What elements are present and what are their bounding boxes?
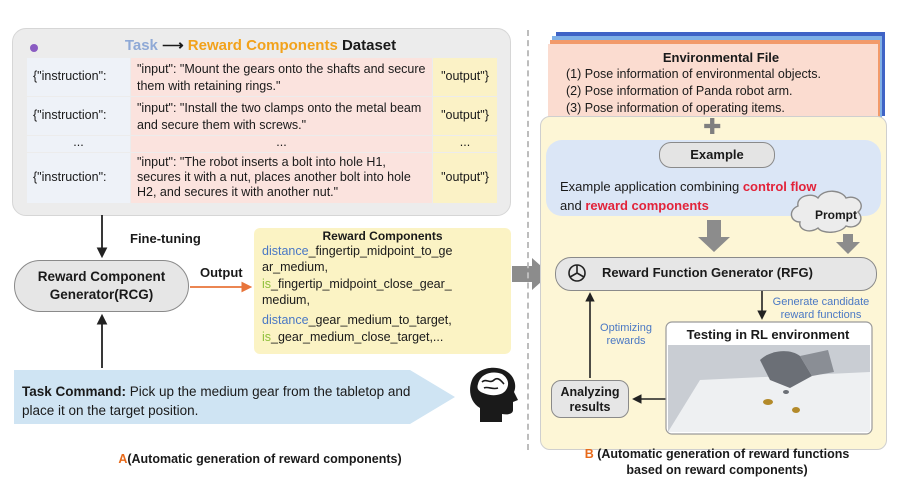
- output-label: Output: [200, 265, 243, 280]
- dashed-divider: [527, 30, 529, 450]
- analyzing-line1: Analyzing: [560, 385, 620, 399]
- prompt-cloud: [790, 190, 862, 233]
- env-line: (2) Pose information of Panda robot arm.: [566, 84, 793, 98]
- instruction-cell: {"instruction":: [27, 58, 130, 96]
- rc-line: is_gear_medium_close_target,...: [262, 330, 444, 344]
- instruction-cell: {"instruction":: [27, 97, 130, 135]
- output-cell: ...: [433, 136, 497, 152]
- prompt-down-arrow: [836, 234, 860, 254]
- brain-head-icon: [470, 367, 518, 422]
- robot-arm: [760, 351, 812, 388]
- input-cell: "input": "The robot inserts a bolt into …: [131, 153, 432, 203]
- title-reward: Reward Components: [187, 37, 338, 54]
- title-arrow-icon: ⟶: [162, 37, 184, 54]
- dataset-title: Task ⟶ Reward Components Dataset: [12, 36, 509, 54]
- testing-title: Testing in RL environment: [686, 327, 850, 342]
- rfg-label: Reward Function Generator (RFG): [602, 265, 813, 280]
- input-cell: "input": "Mount the gears onto the shaft…: [131, 58, 432, 96]
- example-pill: Example: [659, 142, 775, 168]
- task-command: Task Command: Pick up the medium gear fr…: [22, 382, 412, 420]
- output-cell: "output"}: [433, 153, 497, 203]
- task-command-banner: [14, 370, 455, 424]
- rc-line: distance_gear_medium_to_target,: [262, 313, 452, 327]
- analyzing-line2: results: [569, 400, 611, 414]
- purple-dot: [30, 44, 38, 52]
- env-line: (1) Pose information of environmental ob…: [566, 67, 821, 81]
- title-dataset: Dataset: [341, 37, 397, 54]
- rc-line: ar_medium,: [262, 260, 328, 274]
- rc-line: medium,: [262, 293, 310, 307]
- task-command-label: Task Command:: [22, 384, 127, 399]
- rcg-box: Reward Component Generator(RCG): [14, 260, 189, 312]
- rc-line: distance_fingertip_midpoint_to_ge: [262, 244, 453, 258]
- env-file-title: Environmental File: [662, 50, 780, 65]
- output-cell: "output"}: [433, 97, 497, 135]
- task-command-text: Pick up the medium gear from the tableto…: [22, 384, 411, 418]
- example-text: Example application combining control fl…: [560, 179, 817, 213]
- reward-components-box: [254, 228, 511, 354]
- title-task: Task: [124, 37, 158, 54]
- generate-label: Generate candidate reward functions: [772, 296, 870, 321]
- prompt-label: Prompt: [815, 208, 857, 222]
- input-cell: ...: [131, 136, 432, 152]
- instruction-cell: {"instruction":: [27, 153, 130, 203]
- instruction-cell: ...: [27, 136, 130, 152]
- caption-a: A(Automatic generation of reward compone…: [118, 452, 402, 466]
- caption-b: B (Automatic generation of reward functi…: [584, 447, 850, 477]
- rc-line: is_fingertip_midpoint_close_gear_: [262, 277, 452, 291]
- output-cell: "output"}: [433, 58, 497, 96]
- rcg-line2: Generator(RCG): [49, 287, 154, 302]
- example-down-arrow: [698, 220, 730, 252]
- plus-icon: ✚: [703, 114, 722, 139]
- reward-components-title: Reward Components: [322, 229, 443, 243]
- optimize-label: Optimizing rewards: [600, 322, 652, 347]
- analyzing-box: Analyzing results: [551, 380, 629, 418]
- rfg-box: [555, 257, 877, 291]
- openai-logo-icon: [568, 264, 586, 282]
- env-line: (3) Pose information of operating items.: [566, 101, 785, 115]
- fine-tuning-label: Fine-tuning: [130, 231, 201, 246]
- input-cell: "input": "Install the two clamps onto th…: [131, 97, 432, 135]
- rcg-line1: Reward Component: [37, 269, 166, 284]
